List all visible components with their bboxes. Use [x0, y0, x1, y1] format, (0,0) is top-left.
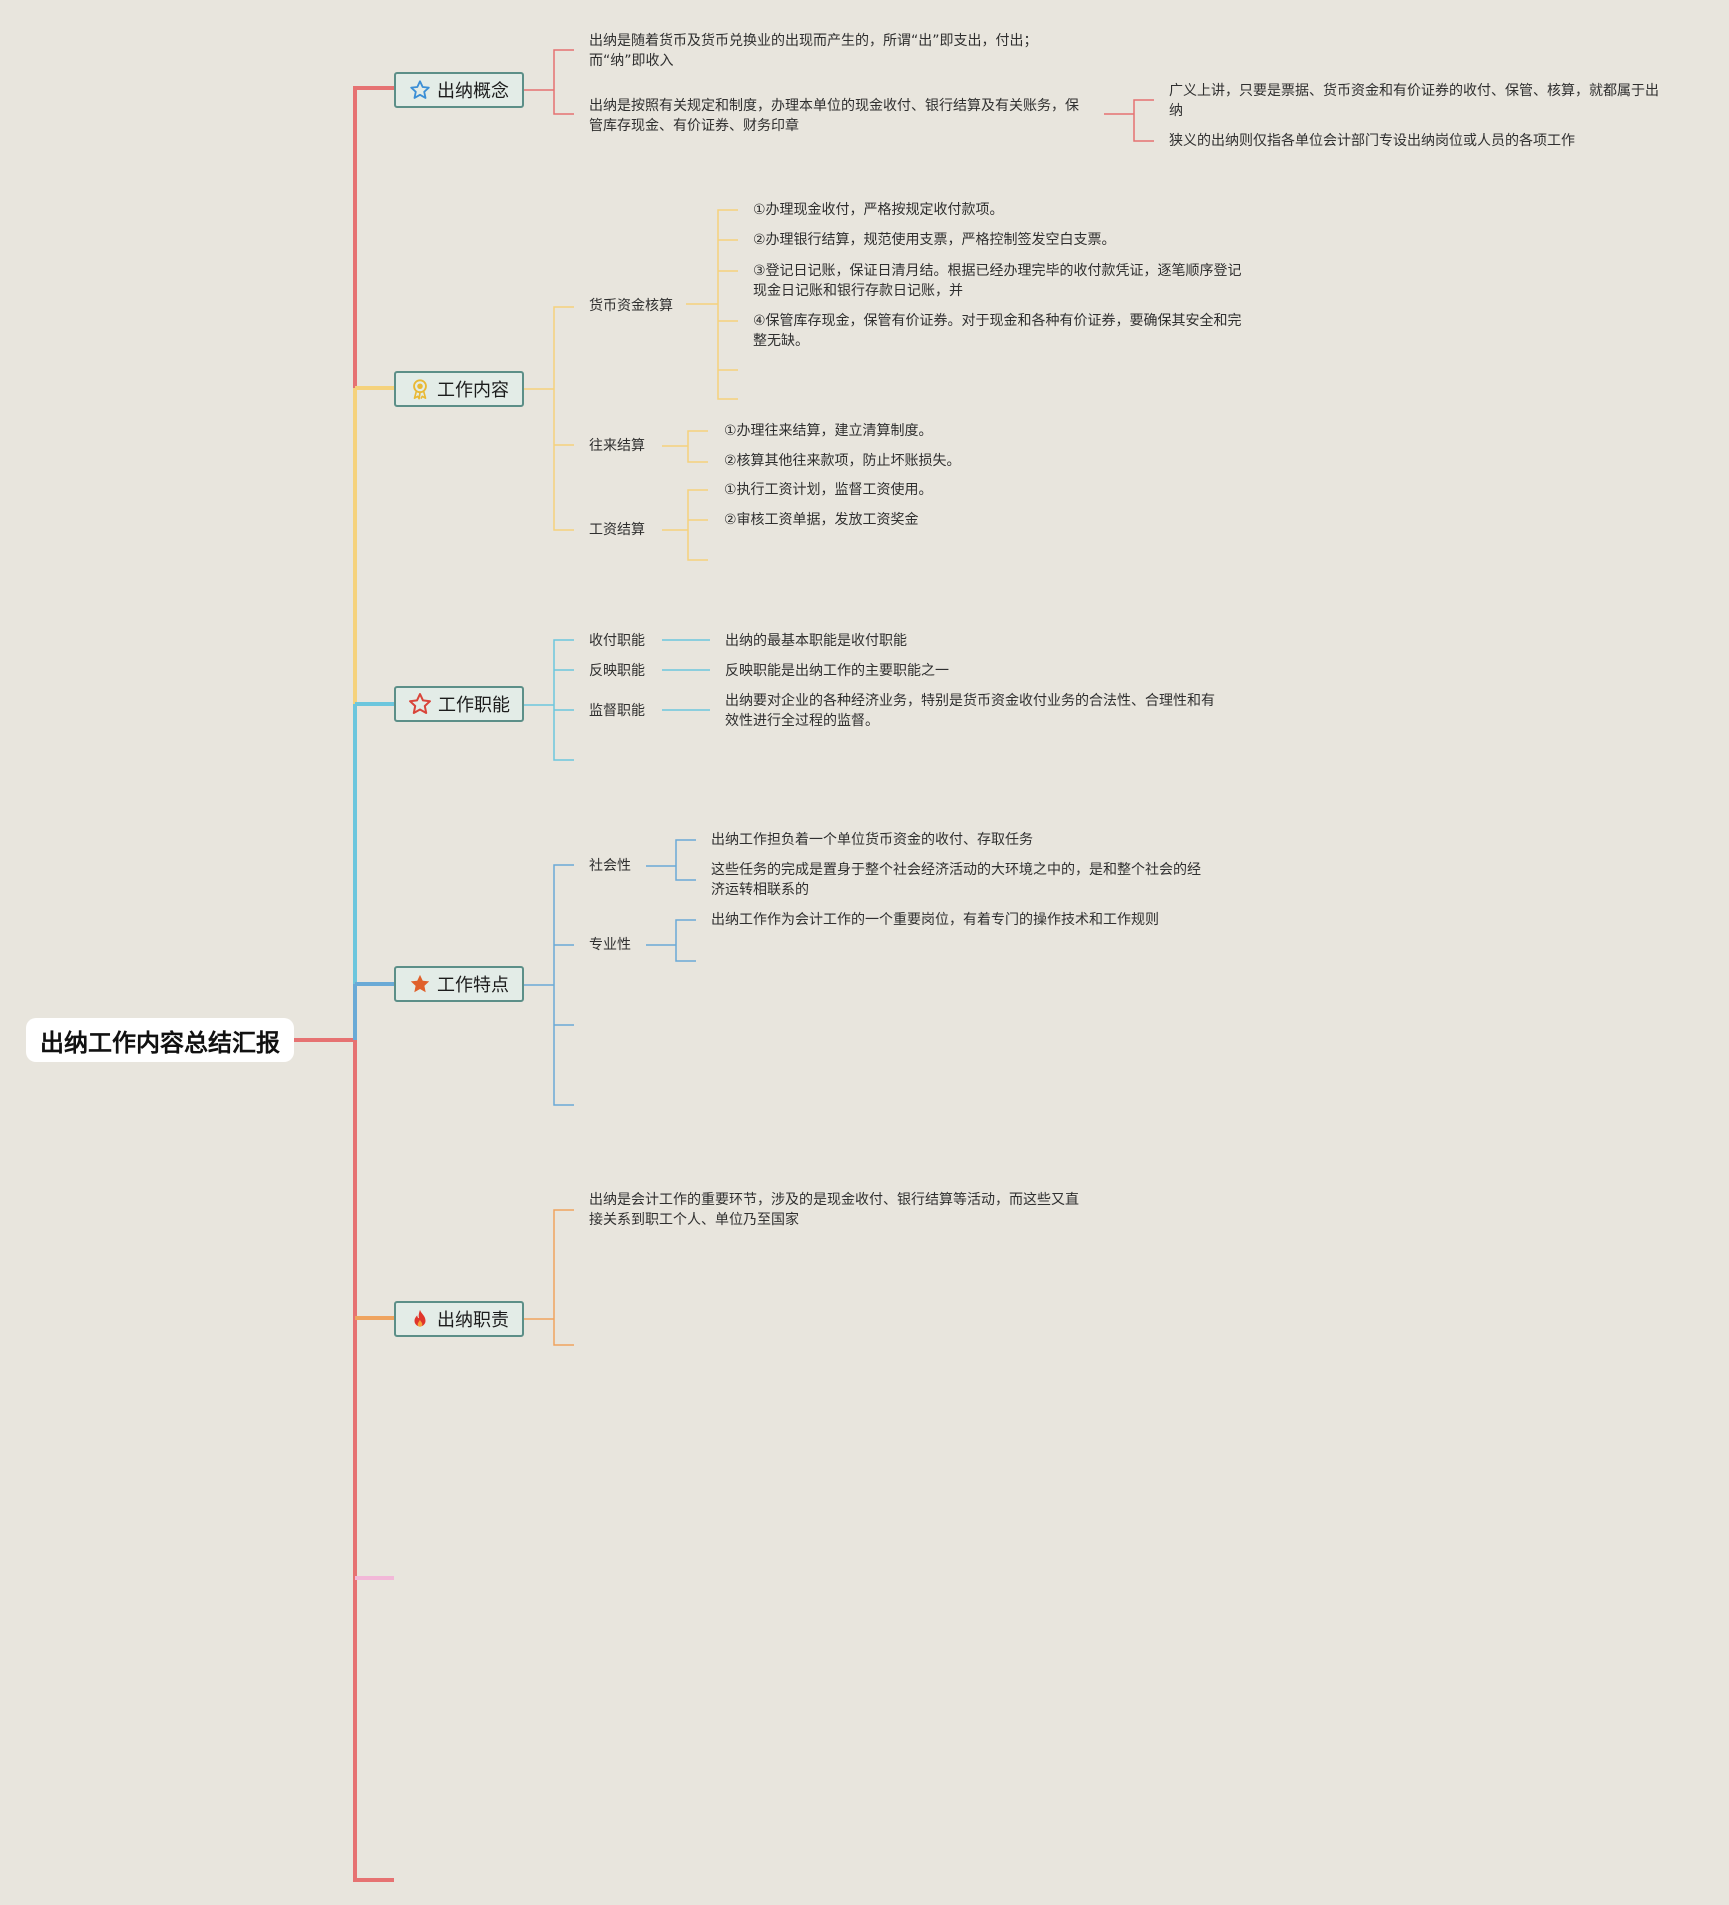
branch-feature[interactable]: 工作特点: [394, 966, 524, 1002]
function-desc-reflect: 反映职能是出纳工作的主要职能之一: [725, 663, 949, 679]
concept-sub-narrow: 狭义的出纳则仅指各单位会计部门专设出纳岗位或人员的各项工作: [1169, 133, 1575, 149]
star-outline-red-icon: [409, 693, 431, 714]
function-label-reflect: 反映职能: [589, 663, 645, 679]
function-label-supervise: 监督职能: [589, 703, 645, 719]
root-topic[interactable]: 出纳工作内容总结汇报: [26, 1018, 294, 1062]
content-group-salary: 工资结算: [589, 522, 645, 538]
account-item-2: ②核算其他往来款项，防止坏账损失。: [724, 453, 961, 469]
branch-function[interactable]: 工作职能: [394, 686, 524, 722]
concept-item-2: 出纳是按照有关规定和制度，办理本单位的现金收付、银行结算及有关账务，保管库存现金…: [589, 98, 1079, 134]
branch-feature-label: 工作特点: [437, 975, 509, 996]
branch-concept-label: 出纳概念: [437, 81, 509, 102]
feature-group-social: 社会性: [589, 858, 631, 874]
social-item-1: 出纳工作担负着一个单位货币资金的收付、存取任务: [711, 832, 1033, 848]
function-desc-supervise: 出纳要对企业的各种经济业务，特别是货币资金收付业务的合法性、合理性和有效性进行全…: [725, 693, 1215, 729]
branch-content-label: 工作内容: [437, 380, 509, 401]
branch-duty-label: 出纳职责: [437, 1310, 509, 1331]
concept-sub-broad: 广义上讲，只要是票据、货币资金和有价证券的收付、保管、核算，就都属于出纳: [1169, 83, 1659, 119]
star-filled-icon: [410, 974, 430, 993]
branch-function-label: 工作职能: [438, 695, 510, 716]
content-group-account: 往来结算: [589, 438, 645, 454]
currency-item-3: ③登记日记账，保证日清月结。根据已经办理完毕的收付款凭证，逐笔顺序登记现金日记账…: [753, 263, 1242, 299]
currency-item-2: ②办理银行结算，规范使用支票，严格控制签发空白支票。: [753, 232, 1116, 248]
flame-icon: [414, 1309, 426, 1327]
concept-item-1: 出纳是随着货币及货币兑换业的出现而产生的，所谓“出”即支出，付出；而“纳”即收入: [589, 33, 1038, 69]
duty-item-1: 出纳是会计工作的重要环节，涉及的是现金收付、银行结算等活动，而这些又直接关系到职…: [589, 1192, 1079, 1228]
professional-item-1: 出纳工作作为会计工作的一个重要岗位，有着专门的操作技术和工作规则: [711, 912, 1159, 928]
function-desc-collect: 出纳的最基本职能是收付职能: [725, 633, 907, 649]
award-medal-icon: [413, 379, 427, 400]
salary-item-1: ①执行工资计划，监督工资使用。: [724, 482, 933, 498]
branch-content[interactable]: 工作内容: [394, 371, 524, 407]
salary-item-2: ②审核工资单据，发放工资奖金: [724, 512, 919, 528]
star-outline-icon: [410, 80, 430, 99]
branch-duty[interactable]: 出纳职责: [394, 1301, 524, 1337]
social-item-2: 这些任务的完成是置身于整个社会经济活动的大环境之中的，是和整个社会的经济运转相联…: [711, 862, 1201, 898]
content-group-currency: 货币资金核算: [589, 298, 673, 314]
feature-group-professional: 专业性: [589, 937, 631, 953]
currency-item-1: ①办理现金收付，严格按规定收付款项。: [753, 202, 1004, 218]
currency-item-4: ④保管库存现金，保管有价证券。对于现金和各种有价证券，要确保其安全和完整无缺。: [753, 313, 1242, 349]
account-item-1: ①办理往来结算，建立清算制度。: [724, 423, 933, 439]
branch-concept[interactable]: 出纳概念: [394, 72, 524, 108]
function-label-collect: 收付职能: [589, 633, 645, 649]
